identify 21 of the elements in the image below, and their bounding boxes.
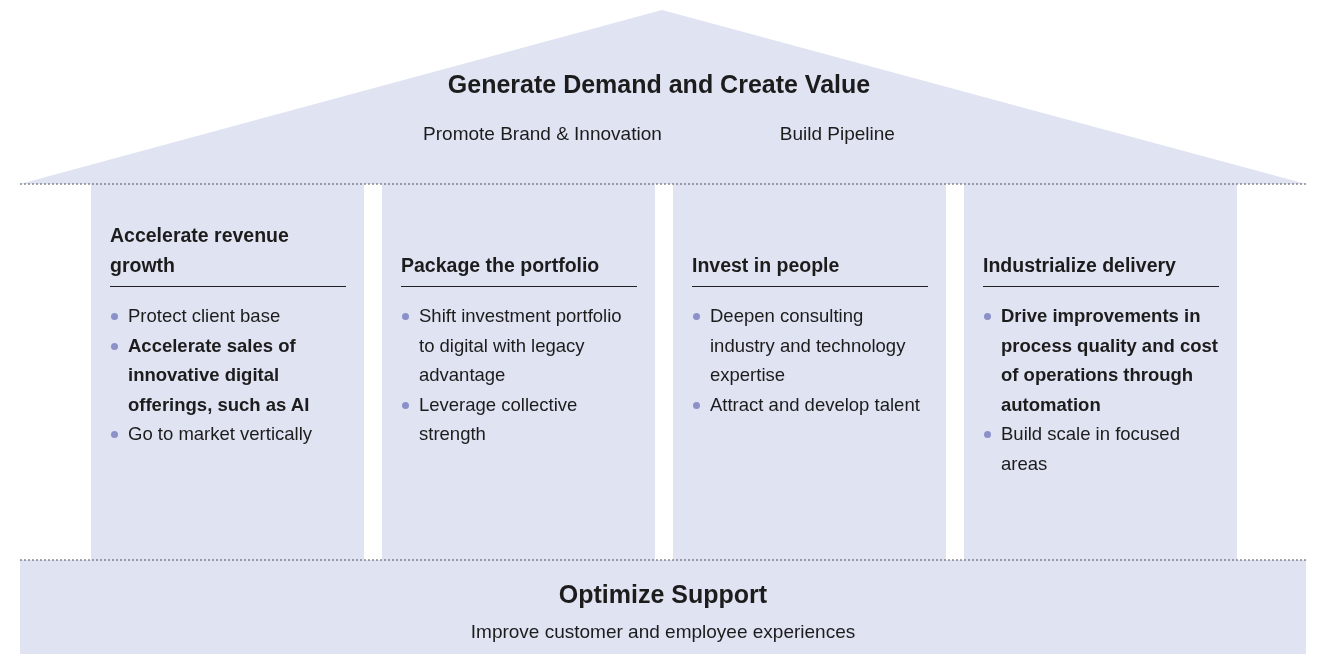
pillar-heading: Accelerate revenue growth bbox=[110, 220, 346, 287]
bullet-item: Protect client base bbox=[110, 301, 346, 331]
pillar-panel bbox=[673, 184, 946, 560]
foundation-subtitle: Improve customer and employee experiences bbox=[469, 621, 857, 643]
bullet-item: Leverage collective strength bbox=[401, 389, 637, 449]
roof-subtitle: Build Pipeline bbox=[779, 123, 895, 145]
bullet-item: Go to market vertically bbox=[110, 419, 346, 449]
pillar-heading: Invest in people bbox=[692, 220, 928, 287]
pillar-panel bbox=[964, 184, 1237, 560]
bullet-item: Build scale in focused areas bbox=[983, 419, 1219, 478]
roof-title: Generate Demand and Create Value bbox=[446, 70, 872, 99]
pillar-heading: Industrialize delivery bbox=[983, 220, 1219, 287]
bullet-item: Shift investment portfolio to digital with legacy advantage bbox=[401, 301, 637, 390]
bullet-item: Deepen consulting industry and technology expertise bbox=[692, 301, 928, 390]
bullet-item: Attract and develop talent bbox=[692, 389, 928, 419]
bullet-item: Drive improvements in process quality and cost of operations through automation bbox=[983, 301, 1219, 419]
bullet-item: Accelerate sales of innovative digital offerings, such as AI bbox=[110, 330, 346, 419]
foundation-title: Optimize Support bbox=[557, 580, 769, 609]
pillar-heading: Package the portfolio bbox=[401, 220, 637, 287]
foundation-panel bbox=[20, 560, 1306, 654]
roof-subtitle: Promote Brand & Innovation bbox=[423, 123, 662, 145]
